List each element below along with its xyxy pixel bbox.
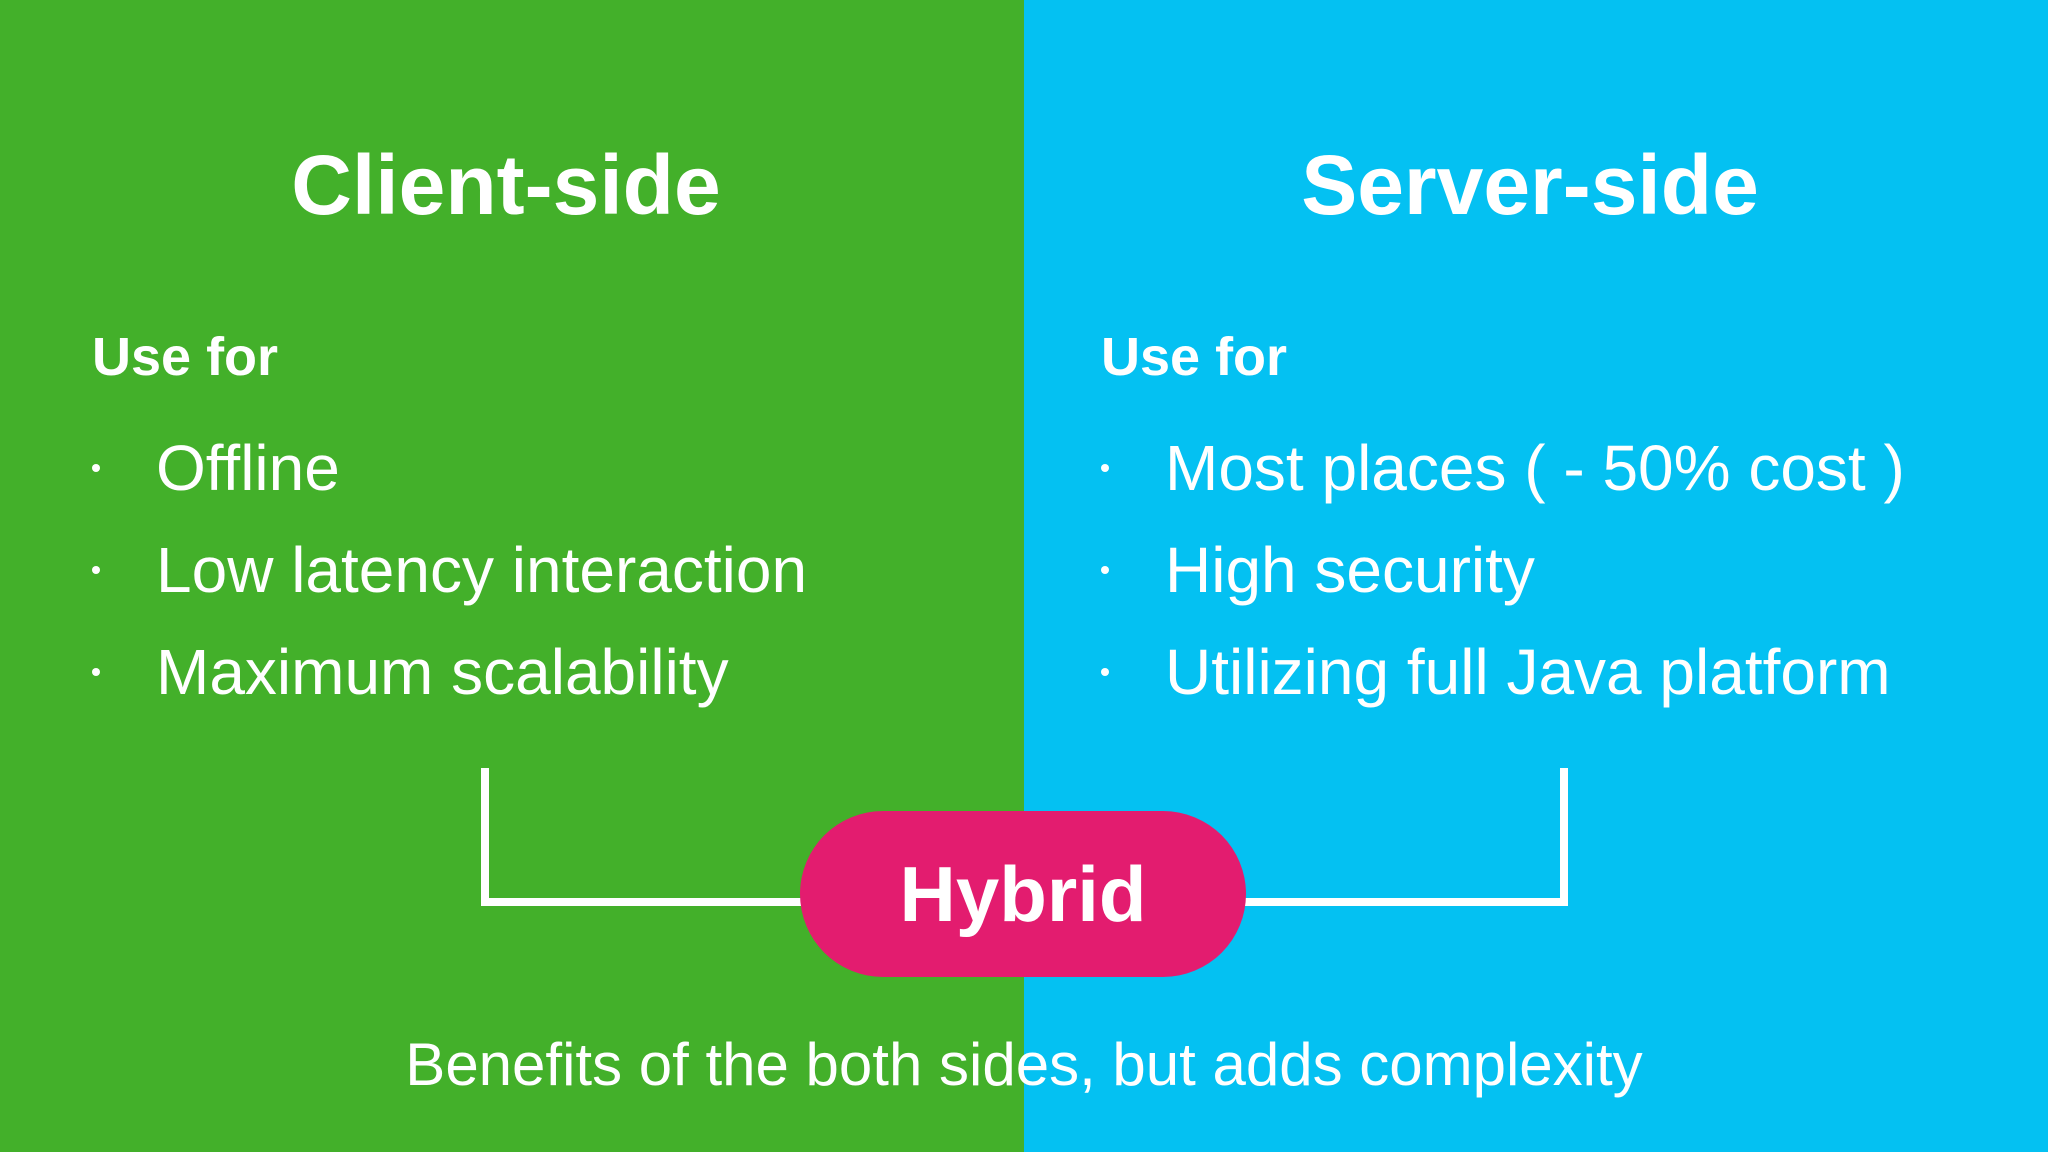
hybrid-label: Hybrid xyxy=(899,850,1147,938)
server-use-for-label: Use for xyxy=(1101,327,1288,387)
list-item-label: Most places ( - 50% cost ) xyxy=(1165,432,1905,504)
client-connector-line xyxy=(481,768,819,906)
list-item-label: Low latency interaction xyxy=(156,534,808,606)
list-item-label: High security xyxy=(1165,534,1535,606)
bullet-icon xyxy=(1101,668,1109,676)
bullet-icon xyxy=(1101,566,1109,574)
bullet-icon xyxy=(92,464,100,472)
list-item-label: Maximum scalability xyxy=(156,636,729,708)
client-use-for-label: Use for xyxy=(92,327,279,387)
bullet-icon xyxy=(1101,464,1109,472)
client-side-title: Client-side xyxy=(291,138,721,232)
bullet-icon xyxy=(92,668,100,676)
hybrid-badge: Hybrid xyxy=(800,811,1246,977)
server-side-title: Server-side xyxy=(1301,138,1759,232)
hybrid-caption: Benefits of the both sides, but adds com… xyxy=(405,1031,1643,1098)
list-item-label: Utilizing full Java platform xyxy=(1165,636,1891,708)
list-item-label: Offline xyxy=(156,432,340,504)
bullet-icon xyxy=(92,566,100,574)
server-connector-line xyxy=(1230,768,1568,906)
